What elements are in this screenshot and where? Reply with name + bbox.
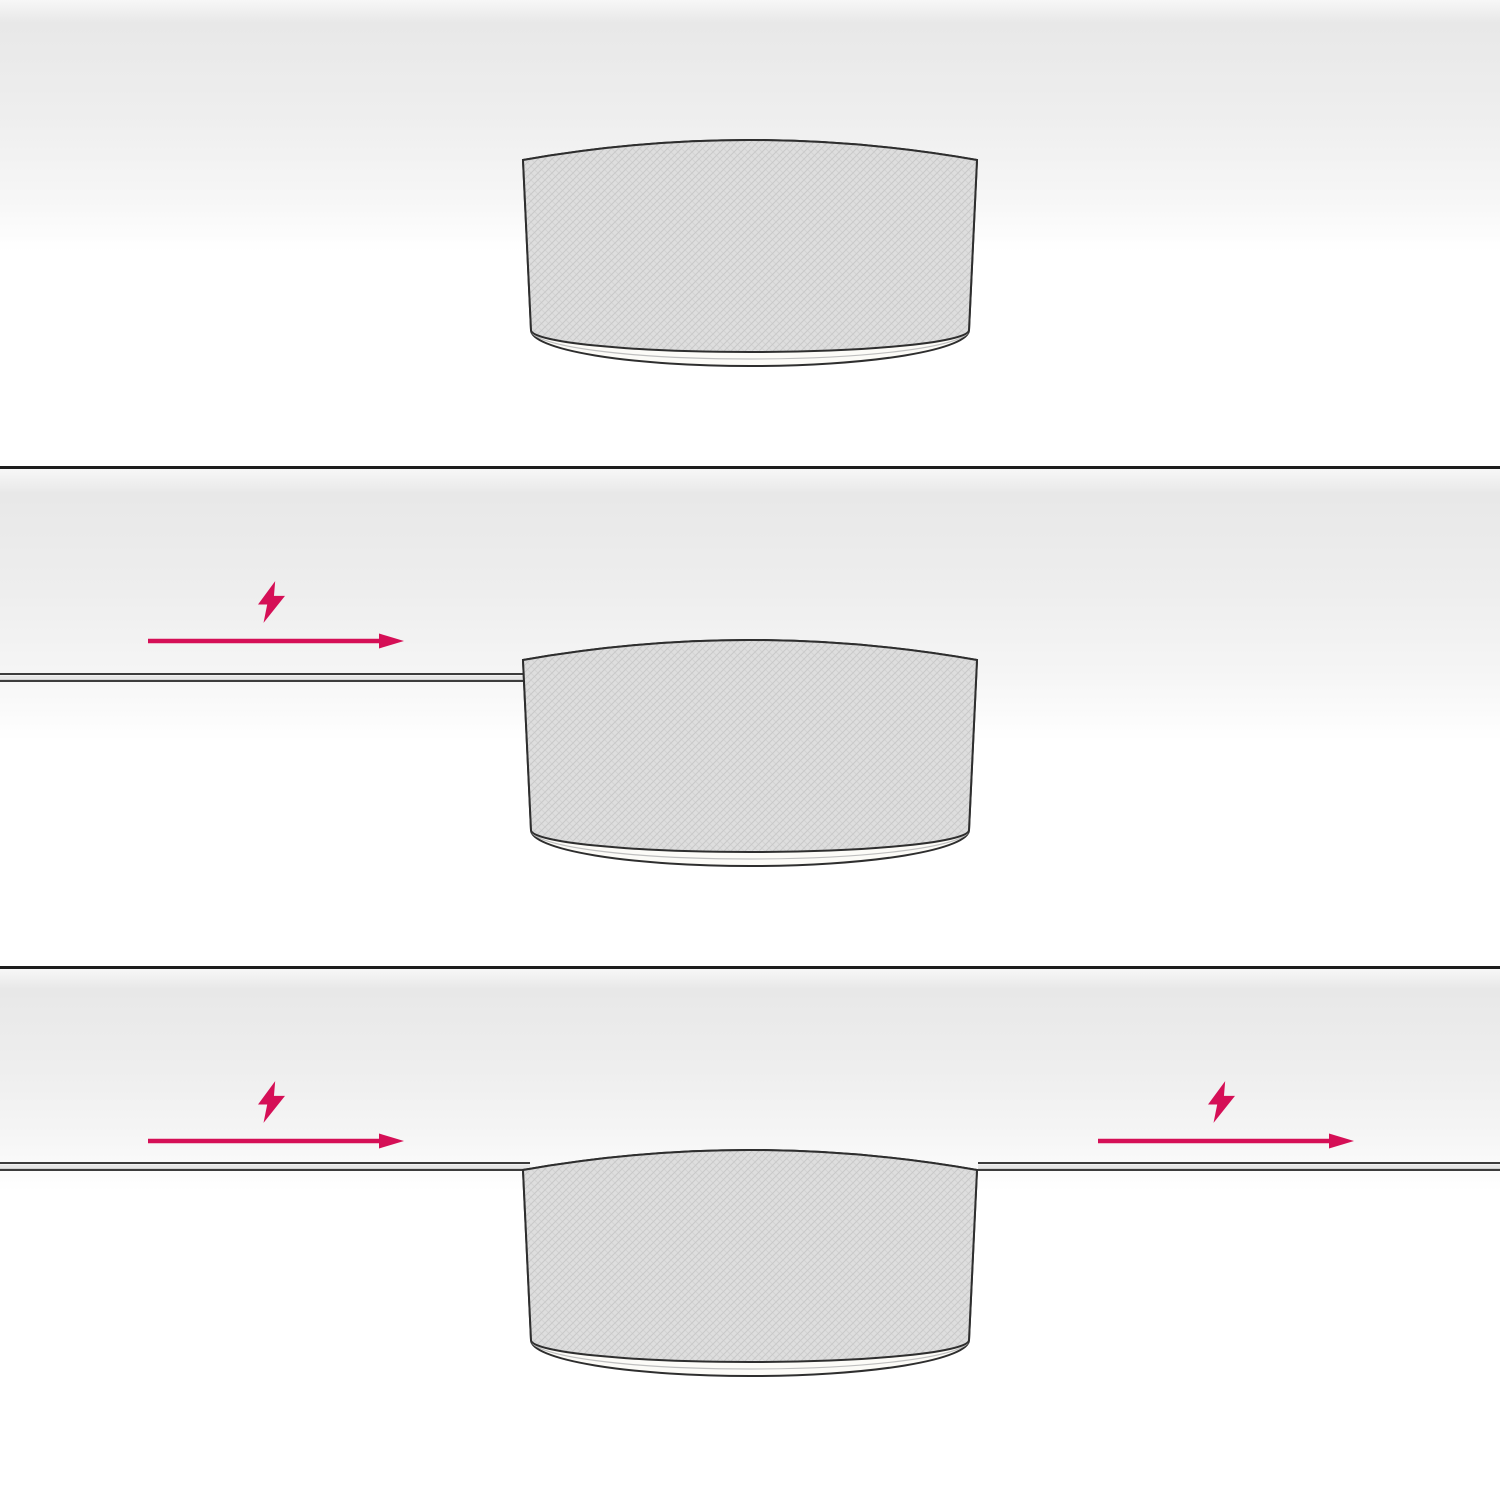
power-flow-indicator-right	[1098, 1081, 1354, 1150]
right-arrow-icon	[148, 633, 404, 649]
panel-lamp-feed-through	[0, 969, 1500, 1497]
panel-lamp-only	[0, 0, 1500, 466]
lamp-rim-seam	[530, 829, 970, 860]
drum-ceiling-lamp	[521, 639, 979, 867]
lamp-shade-body	[521, 1149, 979, 1363]
lamp-rim-seam	[530, 329, 970, 360]
drum-ceiling-lamp	[521, 139, 979, 367]
lamp-shade-body	[521, 639, 979, 853]
power-flow-indicator-left	[148, 1081, 404, 1150]
panel-divider	[0, 966, 1500, 969]
lightning-bolt-icon	[257, 1081, 285, 1123]
flat-power-cable-right	[978, 1162, 1500, 1171]
lightning-bolt-icon	[1207, 1081, 1235, 1123]
power-flow-indicator-left	[148, 581, 404, 650]
flat-power-cable-left	[0, 673, 530, 682]
drum-ceiling-lamp	[521, 1149, 979, 1377]
flat-power-cable-left	[0, 1162, 530, 1171]
panel-lamp-feed-left	[0, 469, 1500, 966]
lamp-shade-body	[521, 139, 979, 353]
right-arrow-icon	[148, 1133, 404, 1149]
lightning-bolt-icon	[257, 581, 285, 623]
panel-divider	[0, 466, 1500, 469]
right-arrow-icon	[1098, 1133, 1354, 1149]
lamp-rim-seam	[530, 1339, 970, 1370]
